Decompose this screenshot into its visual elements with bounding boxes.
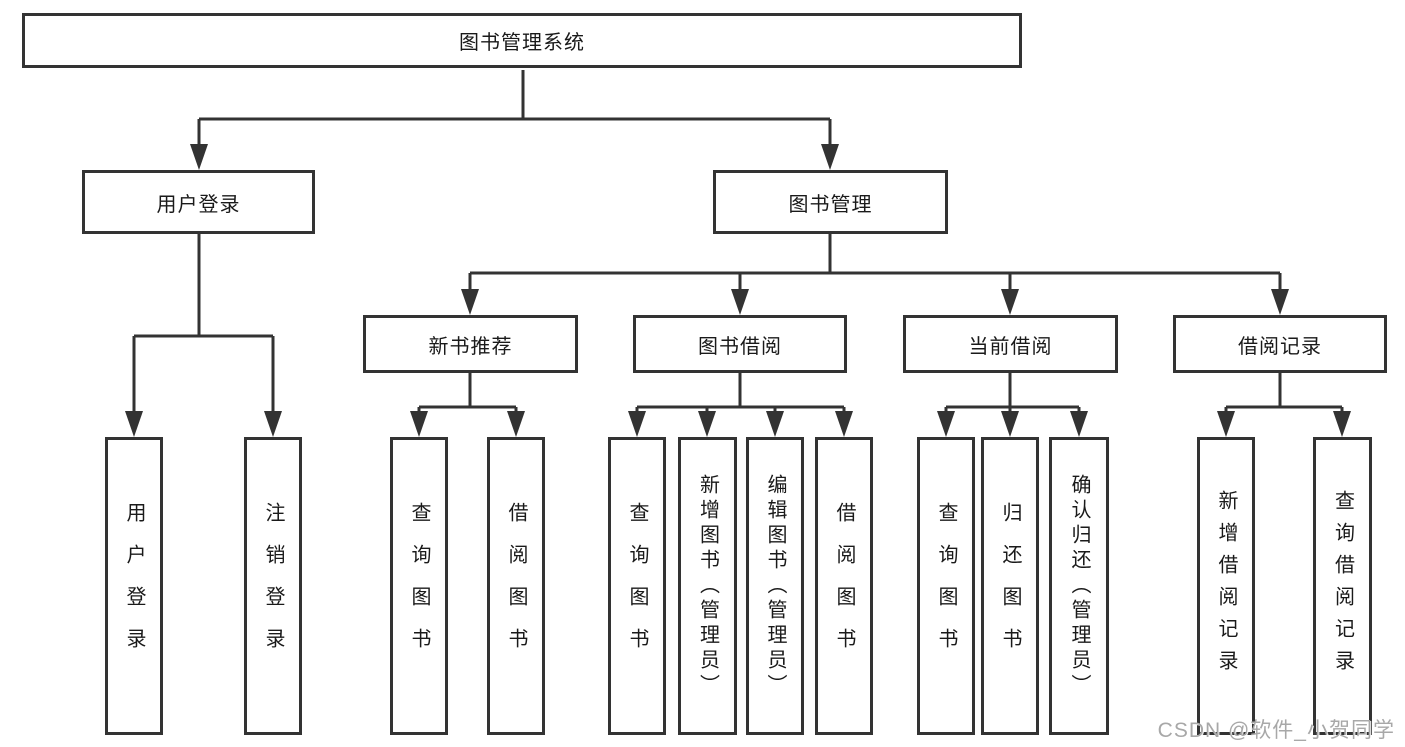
leaf-query-borrow-record: 查询借阅记录 xyxy=(1313,437,1372,735)
leaf-user-login: 用户登录 xyxy=(105,437,163,735)
leaf-add-book-admin: 新增图书（管理员） xyxy=(678,437,737,735)
node-label: 确认归还（管理员） xyxy=(1068,473,1090,699)
leaf-logout: 注销登录 xyxy=(244,437,302,735)
node-label: 查询借阅记录 xyxy=(1331,490,1354,682)
node-label: 归还图书 xyxy=(999,502,1021,670)
leaf-confirm-return-admin: 确认归还（管理员） xyxy=(1049,437,1109,735)
node-new-book-recommend: 新书推荐 xyxy=(363,315,578,373)
node-label: 新增图书（管理员） xyxy=(696,473,719,699)
node-current-borrow: 当前借阅 xyxy=(903,315,1118,373)
node-label: 新增借阅记录 xyxy=(1215,490,1237,682)
node-book-borrow: 图书借阅 xyxy=(633,315,847,373)
leaf-query-books-recommend: 查询图书 xyxy=(390,437,448,735)
leaf-query-books-current: 查询图书 xyxy=(917,437,975,735)
node-label: 注销登录 xyxy=(262,502,284,670)
node-label: 当前借阅 xyxy=(968,335,1053,358)
node-label: 新书推荐 xyxy=(428,335,513,358)
leaf-return-book: 归还图书 xyxy=(981,437,1039,735)
node-label: 编辑图书（管理员） xyxy=(764,473,786,699)
arrowheads xyxy=(125,144,1351,437)
node-book-management: 图书管理 xyxy=(713,170,948,234)
node-label: 用户登录 xyxy=(156,193,241,216)
node-label: 借阅图书 xyxy=(833,502,855,670)
node-root: 图书管理系统 xyxy=(22,13,1022,68)
node-label: 图书借阅 xyxy=(698,335,782,358)
node-label: 图书管理系统 xyxy=(459,32,585,54)
node-label: 借阅记录 xyxy=(1238,335,1322,358)
leaf-query-books-borrow: 查询图书 xyxy=(608,437,666,735)
leaf-edit-book-admin: 编辑图书（管理员） xyxy=(746,437,804,735)
leaf-borrow-books: 借阅图书 xyxy=(815,437,873,735)
leaf-add-borrow-record: 新增借阅记录 xyxy=(1197,437,1255,735)
node-user-login: 用户登录 xyxy=(82,170,315,234)
node-label: 查询图书 xyxy=(626,502,648,670)
node-borrow-records: 借阅记录 xyxy=(1173,315,1387,373)
watermark: CSDN @软件_小贺同学 xyxy=(1157,719,1395,742)
node-label: 借阅图书 xyxy=(505,502,527,670)
node-label: 用户登录 xyxy=(123,502,145,670)
leaf-borrow-books-recommend: 借阅图书 xyxy=(487,437,545,735)
node-label: 查询图书 xyxy=(935,502,957,670)
node-label: 查询图书 xyxy=(408,502,430,670)
node-label: 图书管理 xyxy=(788,193,873,216)
